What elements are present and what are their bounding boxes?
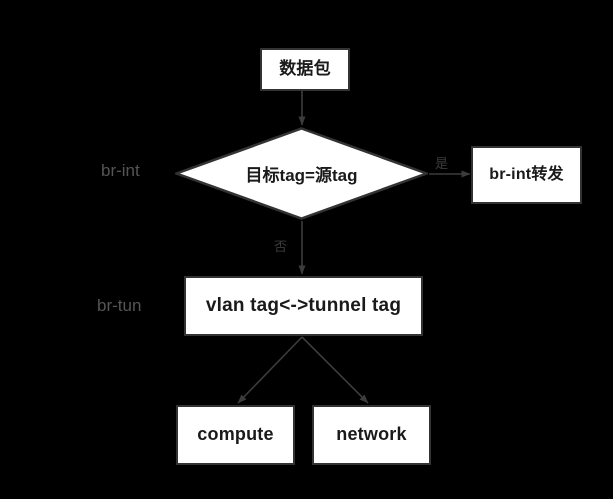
node-network[interactable]: network xyxy=(312,405,431,465)
decision-node-target-tag-equals-source-tag[interactable]: 目标tag=源tag xyxy=(175,127,428,220)
edge-label-no: 否 xyxy=(274,239,288,254)
node-br-int-forward-label: br-int转发 xyxy=(489,166,564,184)
node-vlan-tunnel-tag-mapping[interactable]: vlan tag<->tunnel tag xyxy=(184,276,423,336)
node-network-label: network xyxy=(336,424,407,445)
node-compute-label: compute xyxy=(197,424,274,445)
node-vlan-tunnel-tag-mapping-label: vlan tag<->tunnel tag xyxy=(205,294,402,316)
edge-vlan-tunnel-to-network xyxy=(301,336,369,404)
node-br-int-forward[interactable]: br-int转发 xyxy=(471,146,582,204)
edge-label-yes: 是 xyxy=(435,156,449,171)
diamond-shape xyxy=(175,127,428,220)
node-compute[interactable]: compute xyxy=(176,405,295,465)
side-label-br-tun: br-tun xyxy=(97,296,142,315)
node-packet[interactable]: 数据包 xyxy=(260,48,350,91)
side-label-br-int: br-int xyxy=(101,161,140,180)
node-packet-label: 数据包 xyxy=(279,59,331,79)
edge-vlan-tunnel-to-compute xyxy=(237,336,303,404)
